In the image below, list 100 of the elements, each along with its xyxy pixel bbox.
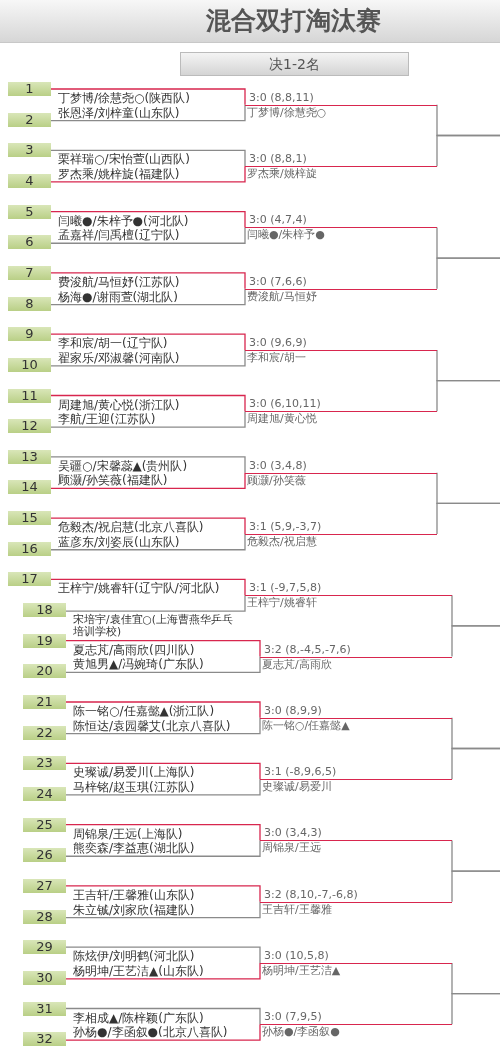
bracket-line xyxy=(50,333,246,351)
match-score: 3:0 (4,7,4) xyxy=(249,214,307,227)
bracket-line xyxy=(50,472,246,490)
player-name: 宋培宇/袁佳宜○(上海曹燕华乒乓培训学校) xyxy=(73,613,234,638)
winner-line: 周建旭/黄心悦 xyxy=(245,411,437,427)
match-score: 3:0 (7,9,5) xyxy=(264,1011,322,1024)
seed-box: 22 xyxy=(23,725,66,740)
match-score: 3:0 (9,6,9) xyxy=(249,337,307,349)
seed-box: 15 xyxy=(8,511,51,526)
seed-box: 8 xyxy=(8,296,51,311)
seed-box: 31 xyxy=(23,1001,66,1016)
bracket-line xyxy=(436,257,500,290)
bracket-line xyxy=(50,104,246,122)
player-name: 翟家乐/邓淑馨(河南队) xyxy=(58,350,180,365)
bracket-line xyxy=(65,655,261,673)
winner-line: 顾灏/孙笑薇 xyxy=(245,472,437,488)
bracket-line xyxy=(451,870,500,903)
bracket-line xyxy=(50,349,246,367)
winner-line: 费浚航/马恒妤 xyxy=(245,288,437,304)
bracket-line xyxy=(65,823,261,842)
winner-line: 陈一铭○/任嘉懿▲ xyxy=(260,717,452,733)
winner-line: 李和宸/胡一 xyxy=(245,350,437,365)
bracket-line xyxy=(50,533,246,551)
bracket-line xyxy=(50,226,246,244)
player-name: 丁梦博/徐慧尧○(陕西队) xyxy=(58,91,190,105)
seed-box: 13 xyxy=(8,449,51,464)
seed-box: 21 xyxy=(23,695,66,709)
player-name: 陈炫伊/刘明鹤(河北队) xyxy=(73,949,195,964)
player-name: 杨明坤/王艺洁▲(山东队) xyxy=(73,963,204,978)
seed-box: 27 xyxy=(23,878,66,893)
player-name: 陈恒达/袁园馨艾(北京八喜队) xyxy=(73,718,231,733)
player-name: 闫曦●/朱梓予●(河北队) xyxy=(58,213,189,228)
match-score: 3:2 (8,10,-7,-6,8) xyxy=(264,888,358,901)
player-name: 危毅杰/祝启慧(北京八喜队) xyxy=(58,520,204,535)
match-score: 3:0 (3,4,8) xyxy=(249,459,307,472)
match-score: 3:0 (8,9,9) xyxy=(264,704,322,717)
seed-box: 20 xyxy=(23,664,66,679)
player-name: 王吉轩/王馨雅(山东队) xyxy=(73,887,195,902)
player-name: 黄旭男▲/冯婉琦(广东队) xyxy=(73,657,204,672)
bracket-line xyxy=(65,1007,261,1025)
match-score: 3:0 (8,8,1) xyxy=(249,153,307,166)
seed-box: 24 xyxy=(23,786,66,801)
match-score: 3:0 (6,10,11) xyxy=(249,398,321,411)
bracket-line xyxy=(65,594,246,612)
winner-line: 危毅杰/祝启慧 xyxy=(245,533,437,549)
bracket-line xyxy=(65,946,261,964)
winner-line: 王吉轩/王馨雅 xyxy=(260,901,452,917)
seed-box: 29 xyxy=(23,940,66,955)
bracket-line xyxy=(50,149,246,167)
seed-box: 19 xyxy=(23,633,66,648)
round-header: 决1-2名 xyxy=(180,52,409,76)
seed-box: 25 xyxy=(23,817,66,832)
seed-box: 7 xyxy=(8,265,51,280)
player-name: 周锦泉/王远(上海队) xyxy=(73,826,183,841)
seed-box: 28 xyxy=(23,909,66,924)
seed-box: 4 xyxy=(8,173,51,188)
seed-box: 17 xyxy=(8,572,51,587)
player-name: 朱立铖/刘家欣(福建队) xyxy=(73,902,195,917)
bracket-line xyxy=(50,272,246,290)
bracket-line xyxy=(50,410,246,428)
player-name: 顾灏/孙笑薇(福建队) xyxy=(58,473,168,488)
player-name: 罗杰乘/姚梓旋(福建队) xyxy=(58,166,180,181)
winner-line: 夏志芃/高雨欣 xyxy=(260,656,452,672)
winner-line: 罗杰乘/姚梓旋 xyxy=(245,166,437,182)
player-name: 陈一铭○/任嘉懿▲(浙江队) xyxy=(73,704,215,718)
bracket-line xyxy=(65,778,261,796)
bracket-line xyxy=(65,901,261,919)
bracket-line xyxy=(65,701,261,719)
player-name: 孟嘉祥/闫禹檀(辽宁队) xyxy=(58,228,180,243)
seed-box: 11 xyxy=(8,388,51,403)
match-score: 3:2 (8,-4,5,-7,6) xyxy=(264,643,351,656)
seed-box: 32 xyxy=(23,1032,66,1047)
bracket-line xyxy=(436,502,500,535)
winner-line: 周锦泉/王远 xyxy=(260,840,452,856)
match-score: 3:1 (-9,7,5,8) xyxy=(249,582,322,595)
seed-box: 14 xyxy=(8,480,51,495)
match-score: 3:0 (7,6,6) xyxy=(249,275,307,288)
player-name: 李相成▲/陈梓颖(广东队) xyxy=(73,1010,204,1025)
match-score: 3:1 (5,9,-3,7) xyxy=(249,520,322,533)
bracket-line xyxy=(65,1023,261,1041)
bracket-line xyxy=(50,288,246,306)
bracket-line xyxy=(50,88,246,106)
seed-box: 1 xyxy=(8,82,51,96)
seed-box: 30 xyxy=(23,970,66,985)
player-name: 栗祥瑞○/宋怡萱(山西队) xyxy=(58,152,190,167)
match-score: 3:0 (10,5,8) xyxy=(264,950,329,962)
seed-box: 9 xyxy=(8,327,51,342)
player-name: 费浚航/马恒妤(江苏队) xyxy=(58,274,180,289)
bracket-line xyxy=(65,640,261,658)
player-name: 张恩泽/刘梓童(山东队) xyxy=(58,105,180,120)
match-score: 3:0 (3,4,3) xyxy=(264,827,322,840)
player-name: 李航/王迎(江苏队) xyxy=(58,412,156,427)
bracket-line xyxy=(65,885,261,903)
seed-box: 16 xyxy=(8,541,51,556)
bracket-line xyxy=(451,747,500,780)
player-name: 杨海●/谢雨萱(湖北队) xyxy=(58,289,178,304)
player-name: 马梓铭/赵玉琪(江苏队) xyxy=(73,779,195,794)
seed-box: 3 xyxy=(8,143,51,158)
bracket-line xyxy=(50,578,246,596)
match-score: 3:1 (-8,9,6,5) xyxy=(264,766,337,779)
